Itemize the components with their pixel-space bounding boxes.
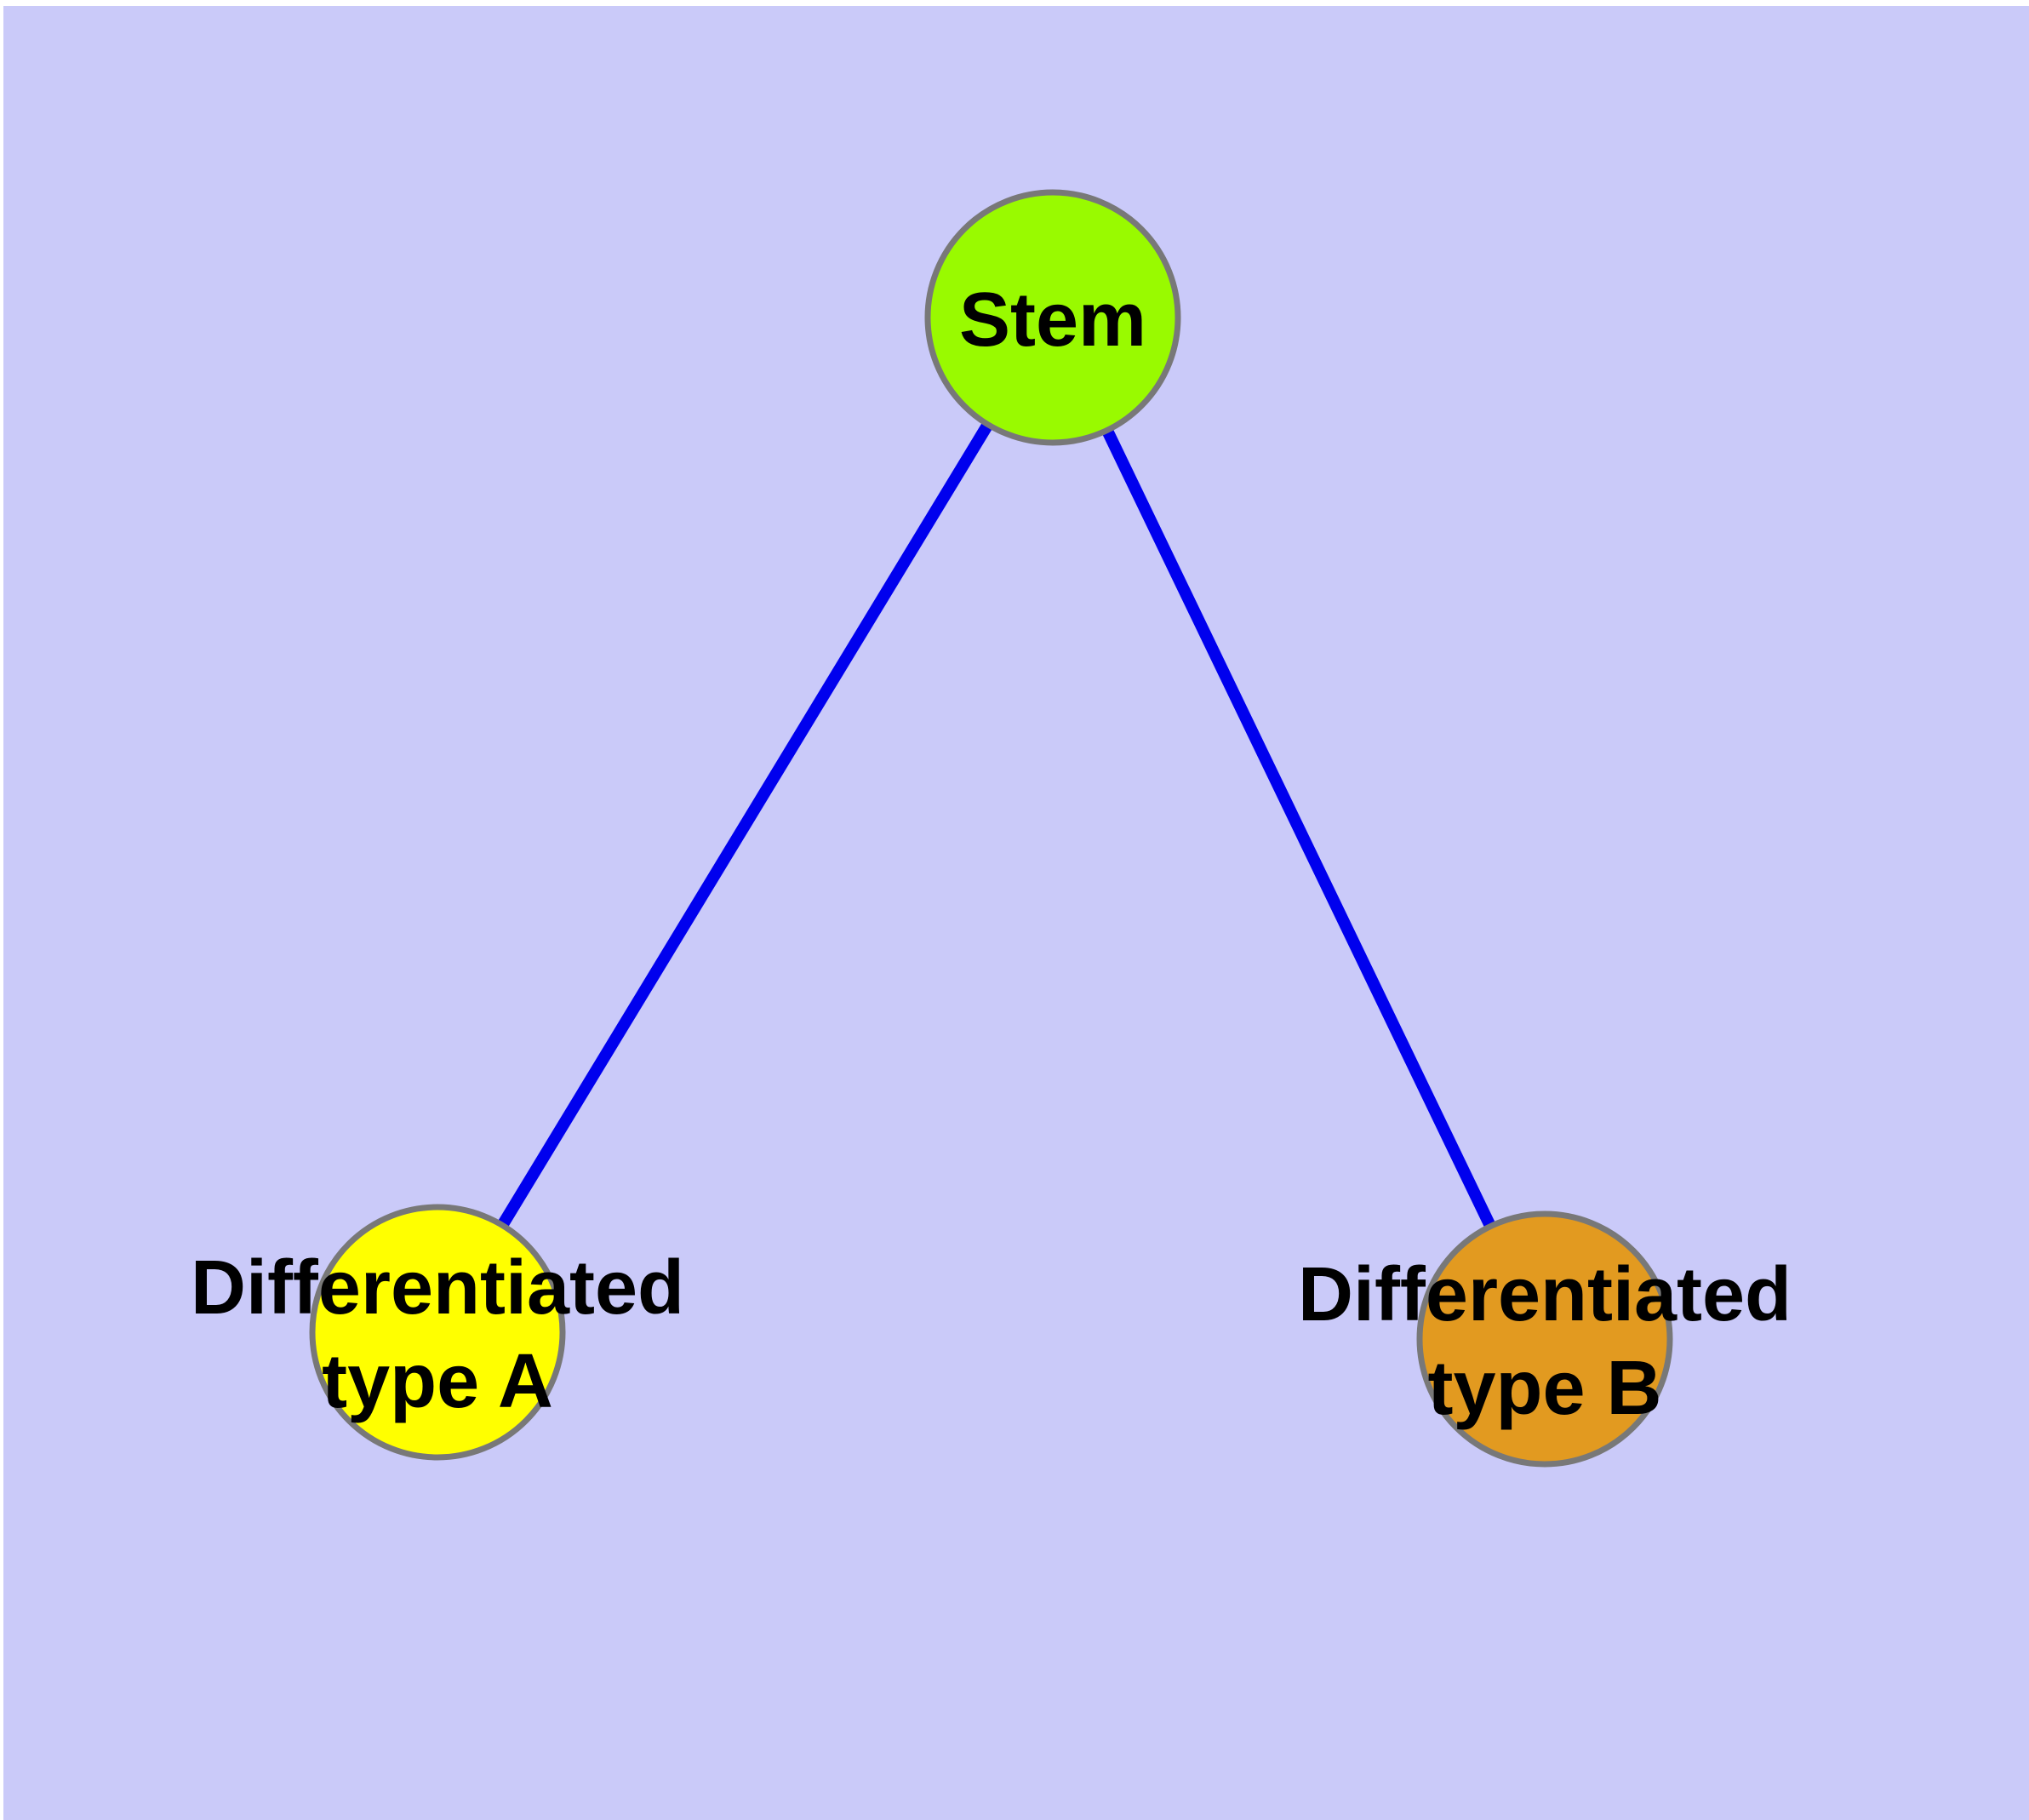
node-differentiated-type-b-label-line2: type B	[1427, 1346, 1661, 1431]
edge-stem-to-type-a	[432, 314, 1058, 1336]
edge-stem-to-type-b	[1047, 314, 1551, 1342]
node-stem: Stem	[924, 189, 1181, 446]
node-differentiated-type-b: Differentiated type B	[1298, 1210, 1792, 1468]
node-differentiated-type-b-label-line1: Differentiated	[1298, 1252, 1792, 1337]
node-differentiated-type-a-circle	[309, 1204, 566, 1461]
node-differentiated-type-a: Differentiated type A	[191, 1204, 684, 1461]
node-stem-label: Stem	[959, 278, 1146, 363]
node-differentiated-type-b-circle	[1416, 1210, 1673, 1468]
node-differentiated-type-a-label-line1: Differentiated	[191, 1245, 684, 1331]
node-differentiated-type-a-label-line2: type A	[322, 1339, 553, 1424]
node-stem-circle	[924, 189, 1181, 446]
